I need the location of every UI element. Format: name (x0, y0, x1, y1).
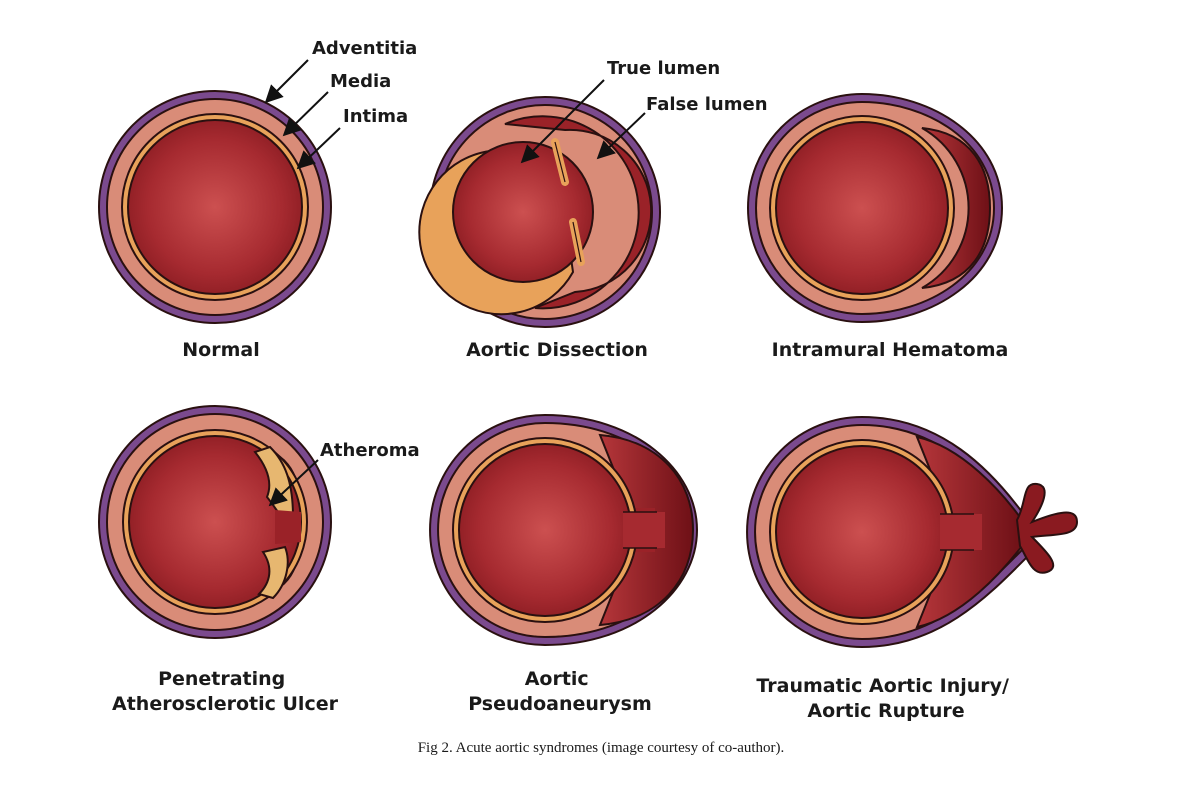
false-lumen-label: False lumen (646, 94, 768, 115)
true-lumen (452, 141, 594, 283)
panel-label-aortic-dissection: Aortic Dissection (466, 339, 648, 361)
lumen (775, 445, 949, 619)
ulcer-gap (275, 510, 301, 544)
panel-aortic-dissection (418, 96, 661, 328)
panel-label-intramural-hematoma: Intramural Hematoma (772, 339, 1009, 361)
atheroma-annotation: Atheroma (268, 440, 420, 507)
adventitia-label: Adventitia (312, 38, 417, 59)
lumen (775, 121, 949, 295)
layer-annotations: Adventitia Media Intima (264, 38, 417, 170)
media-label: Media (330, 71, 391, 92)
panel-traumatic-injury (746, 415, 1079, 649)
intima-label: Intima (343, 106, 408, 127)
panel-label-penetrating-ulcer: Penetrating Atherosclerotic Ulcer (112, 668, 339, 715)
hematoma (921, 127, 992, 289)
false-lumen (504, 115, 653, 310)
tear-opening (940, 514, 982, 550)
panel-intramural-hematoma (747, 92, 1004, 324)
panel-normal (98, 90, 332, 324)
panel-label-normal: Normal (182, 339, 259, 361)
true-lumen-label: True lumen (607, 58, 720, 79)
panel-pseudoaneurysm (429, 413, 699, 647)
intima-arrow (296, 127, 341, 170)
lumen (127, 119, 303, 295)
tear-opening (623, 512, 665, 548)
true-lumen-arrow (520, 79, 605, 164)
panel-label-pseudoaneurysm: Aortic Pseudoaneurysm (468, 668, 652, 715)
blood-extravasation (1015, 482, 1079, 574)
atheroma-plaque-lower (257, 545, 289, 600)
atheroma-label: Atheroma (320, 440, 420, 461)
panel-penetrating-ulcer (98, 405, 332, 639)
atheroma-arrow (268, 459, 319, 507)
lumen (458, 443, 632, 617)
false-lumen-arrow (596, 112, 646, 160)
figure-caption: Fig 2. Acute aortic syndromes (image cou… (418, 740, 785, 756)
adventitia-arrow (264, 59, 309, 104)
media-arrow (282, 91, 329, 137)
panel-label-traumatic-injury: Traumatic Aortic Injury/ Aortic Rupture (756, 675, 1015, 722)
dissection-annotations: True lumen False lumen (520, 58, 768, 164)
